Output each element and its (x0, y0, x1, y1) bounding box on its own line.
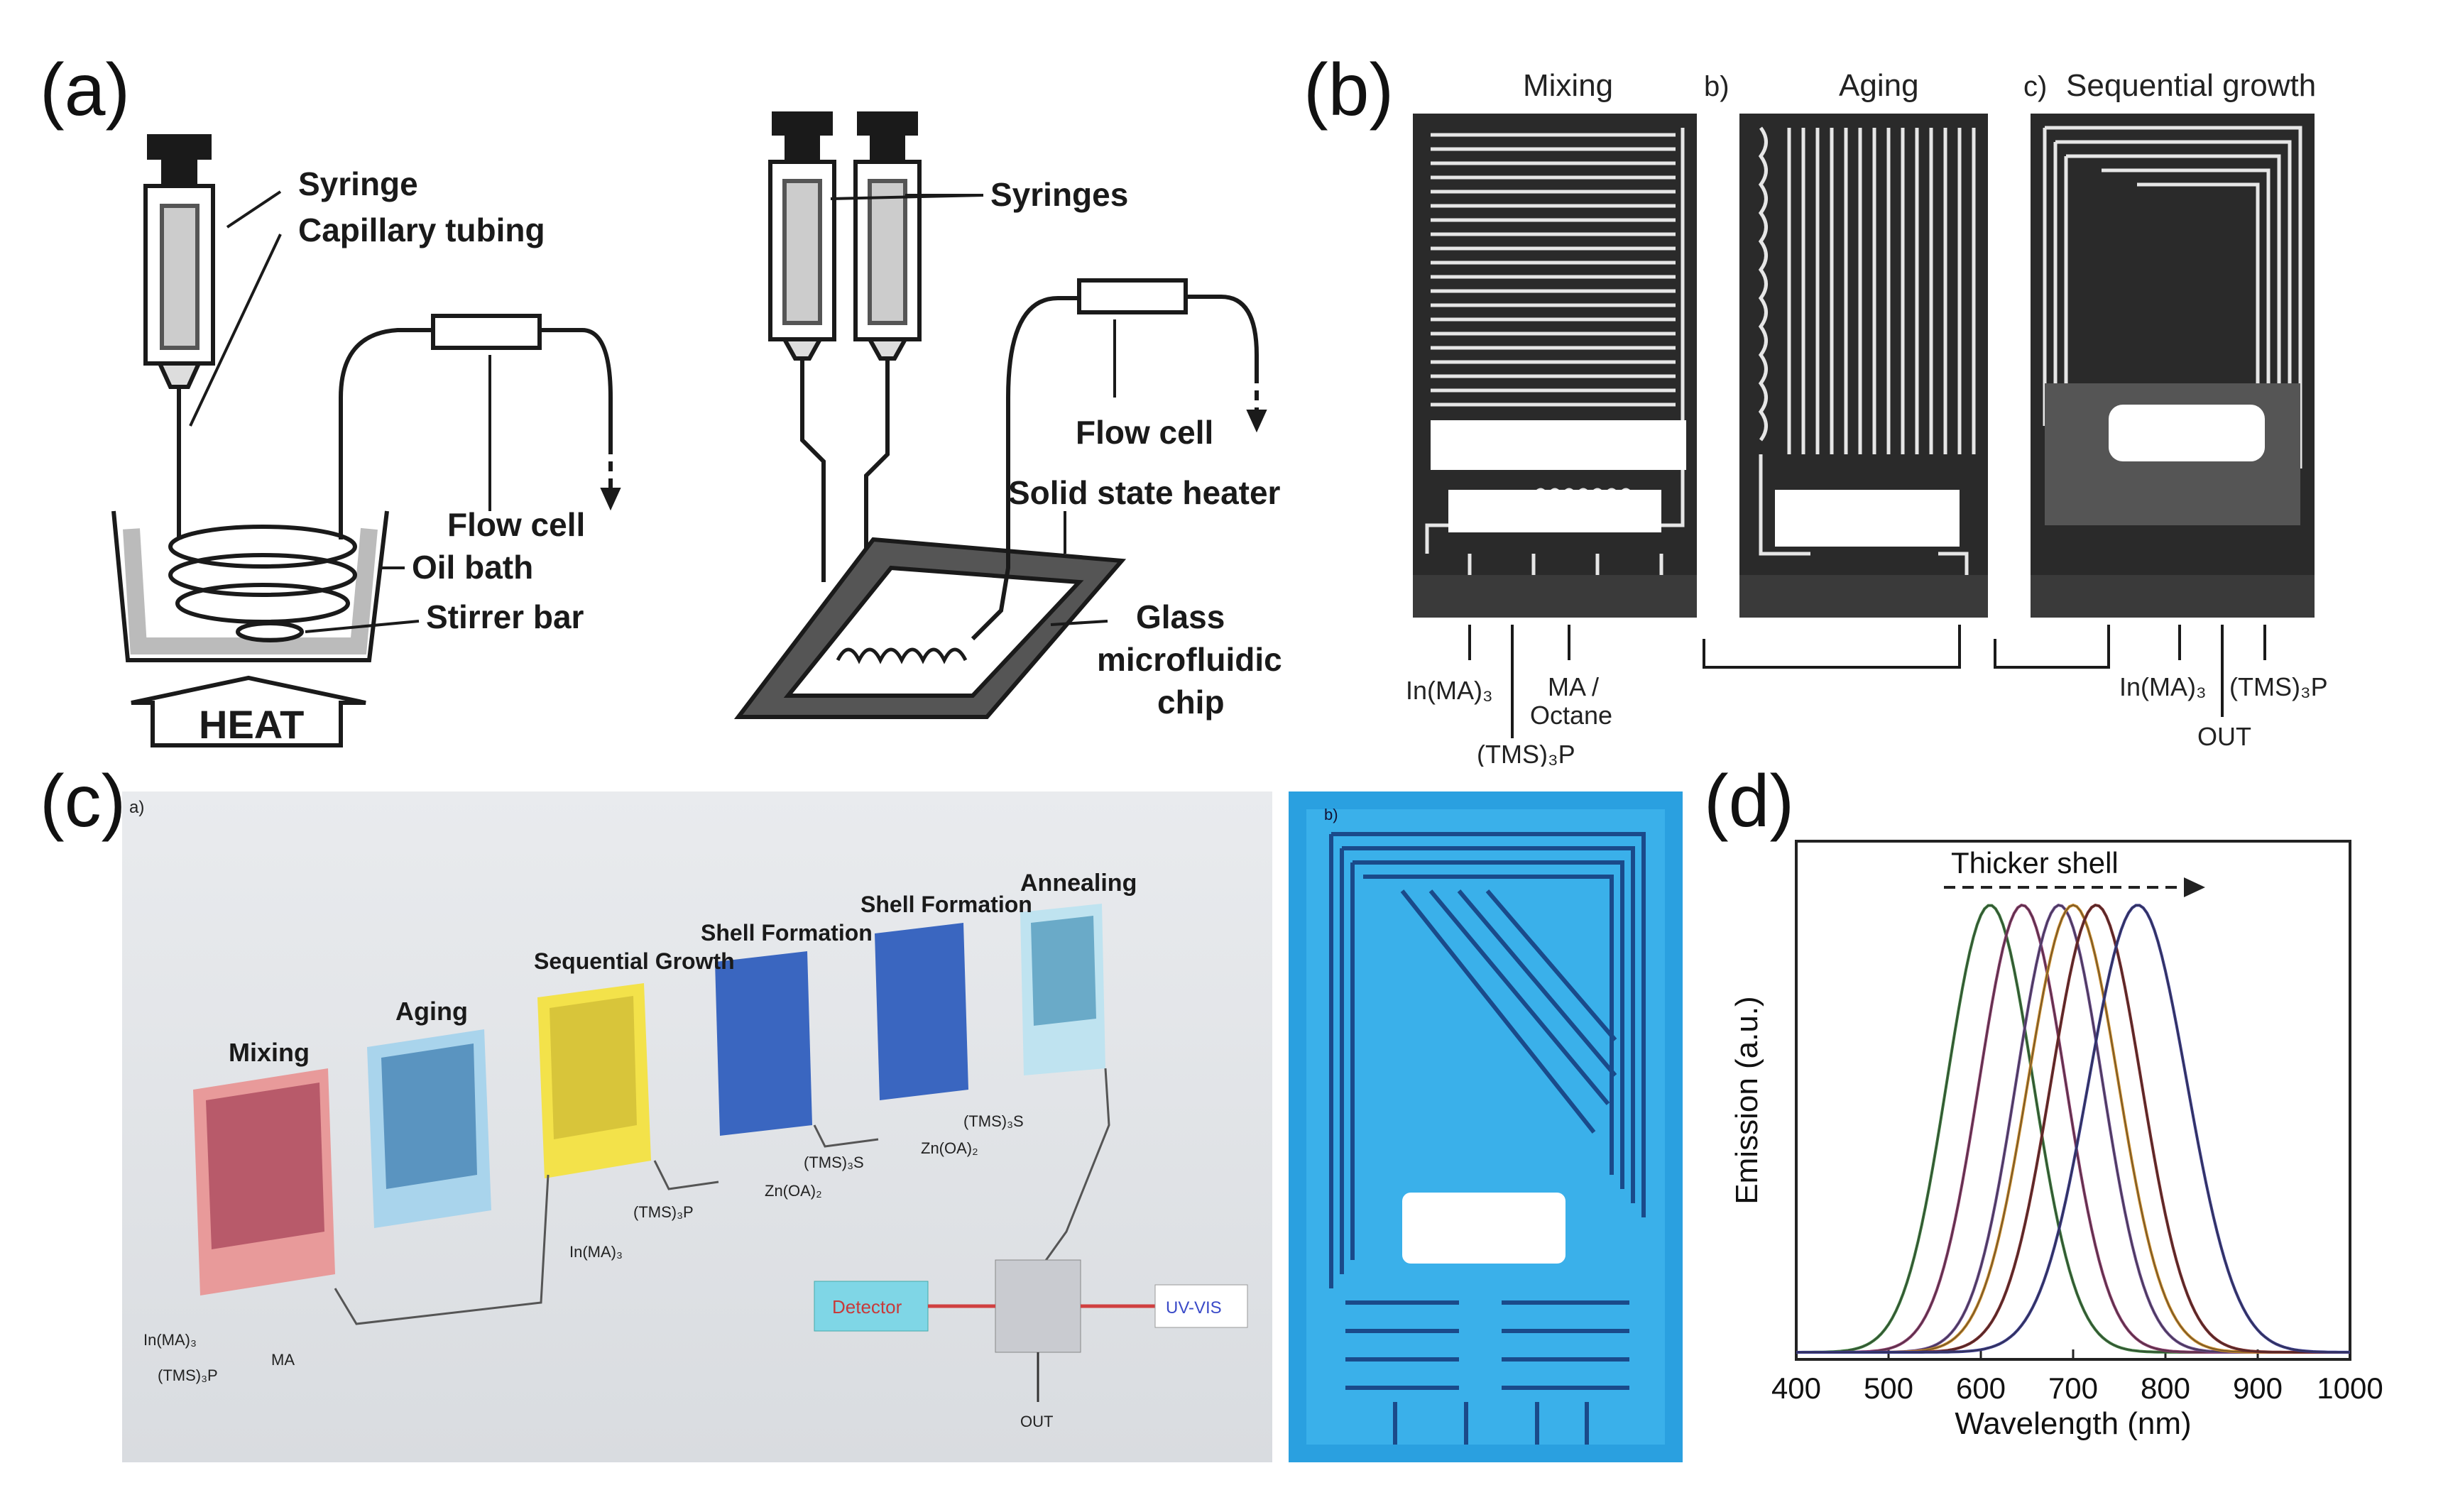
label-flow-cell-left: Flow cell (447, 506, 585, 543)
label-chip-2: microfluidic (1097, 641, 1282, 678)
panel-b-diagram: Mixing b) Aging c) Sequential growth (1406, 68, 2328, 767)
panel-c-diagram: a) Mixing Aging Sequential Growth Shell … (129, 798, 1248, 1430)
b-input-ma-octane-1: MA / (1548, 672, 1599, 701)
b-output-out: OUT (2197, 722, 2251, 751)
c-sub-a: a) (129, 798, 144, 817)
c-chip-shell-2 (875, 923, 968, 1100)
x-tick-label: 1000 (2317, 1371, 2383, 1405)
c-input-ma: MA (271, 1351, 295, 1369)
chip-b3-prefix: c) (2023, 71, 2047, 102)
stirrer-bar (236, 621, 304, 642)
b-input-ma-octane-2: Octane (1530, 701, 1612, 730)
c-chip-aging (367, 1029, 491, 1228)
chip-b2-prefix: b) (1704, 71, 1730, 102)
x-tick-label: 800 (2141, 1371, 2190, 1405)
flow-cell-right (1077, 278, 1188, 314)
chip-b3-title: Sequential growth (2066, 68, 2316, 103)
label-heat: HEAT (199, 702, 304, 747)
c-input-zn-oa: Zn(OA)₂ (765, 1182, 822, 1200)
syringe-plunger-cap (147, 134, 212, 160)
panel-a-diagram: Syringe Capillary tubing Flow cell Oil b… (111, 111, 1282, 747)
b-input-in-ma: In(MA)₃ (1406, 676, 1493, 705)
panel-c-blue-chip: b) (1289, 791, 1683, 1462)
c-detector-label: Detector (832, 1296, 902, 1317)
chip-b-sequential (2031, 114, 2315, 618)
c-detector-box (814, 1281, 929, 1332)
c-uvvis-label: UV-VIS (1166, 1298, 1222, 1317)
c-input-zn-oa-2: Zn(OA)₂ (921, 1139, 978, 1157)
panel-a-label: (a) (40, 49, 131, 131)
c-chip-label-5: Annealing (1020, 870, 1137, 897)
thicker-shell-arrowhead (2184, 877, 2205, 897)
b-input-tms-2: (TMS)₃P (2229, 672, 2328, 701)
label-syringe: Syringe (298, 165, 418, 202)
panel-d-label: (d) (1704, 760, 1795, 843)
c-chip-sequential (537, 983, 651, 1178)
label-flow-cell-right: Flow cell (1076, 414, 1213, 451)
label-heater: Solid state heater (1008, 474, 1281, 511)
c-sub-b: b) (1324, 806, 1338, 823)
thicker-shell-label: Thicker shell (1951, 846, 2119, 880)
chip-b-aging (1739, 114, 1988, 618)
c-chip-label-4: Shell Formation (860, 892, 1032, 917)
c-chip-shell-1 (715, 951, 812, 1136)
c-chip-mixing (193, 1068, 335, 1295)
c-input-in-ma: In(MA)₃ (143, 1331, 197, 1349)
panel-b-label: (b) (1304, 49, 1394, 131)
c-uvvis-box (1154, 1284, 1248, 1328)
label-chip-1: Glass (1136, 598, 1225, 635)
chip-b2-title: Aging (1839, 68, 1919, 103)
chip-b1-title: Mixing (1523, 68, 1613, 103)
label-stirrer: Stirrer bar (426, 598, 584, 635)
flow-cell-left (431, 314, 542, 350)
x-tick-label: 400 (1771, 1371, 1821, 1405)
heat-arrow (131, 675, 366, 747)
x-tick-label: 500 (1864, 1371, 1913, 1405)
panel-c-label: (c) (40, 760, 126, 843)
b-input-tms: (TMS)₃P (1477, 740, 1575, 767)
label-syringes: Syringes (990, 176, 1128, 213)
x-tick-label: 700 (2048, 1371, 2098, 1405)
c-chip-label-2: Sequential Growth (534, 948, 735, 974)
c-chip-label-0: Mixing (229, 1038, 310, 1067)
c-cuvette (995, 1259, 1081, 1353)
c-chip-annealing (1020, 904, 1105, 1075)
glass-chip (783, 565, 1084, 698)
c-input-in-ma-2: In(MA)₃ (569, 1243, 623, 1261)
c-chip-label-3: Shell Formation (701, 920, 873, 946)
label-chip-3: chip (1157, 684, 1225, 721)
emission-series-outline-6 (1796, 904, 2350, 1353)
x-tick-label: 600 (1956, 1371, 2006, 1405)
c-input-tms-p: (TMS)₃P (158, 1366, 218, 1384)
x-tick-label: 900 (2233, 1371, 2283, 1405)
b-input-in-ma-2: In(MA)₃ (2119, 672, 2207, 701)
c-input-tms-s-2: (TMS)₃S (963, 1112, 1024, 1130)
c-output-out: OUT (1020, 1413, 1053, 1430)
x-axis-label: Wavelength (nm) (1955, 1406, 2191, 1441)
label-oil-bath: Oil bath (412, 549, 533, 586)
chip-b-mixing (1413, 114, 1697, 618)
y-axis-label: Emission (a.u.) (1730, 996, 1764, 1204)
c-input-tms-s: (TMS)₃S (804, 1154, 864, 1171)
oil-bath (111, 510, 389, 662)
c-chip-label-1: Aging (395, 997, 468, 1026)
c-input-tms-p-2: (TMS)₃P (633, 1203, 694, 1221)
label-capillary: Capillary tubing (298, 212, 545, 248)
